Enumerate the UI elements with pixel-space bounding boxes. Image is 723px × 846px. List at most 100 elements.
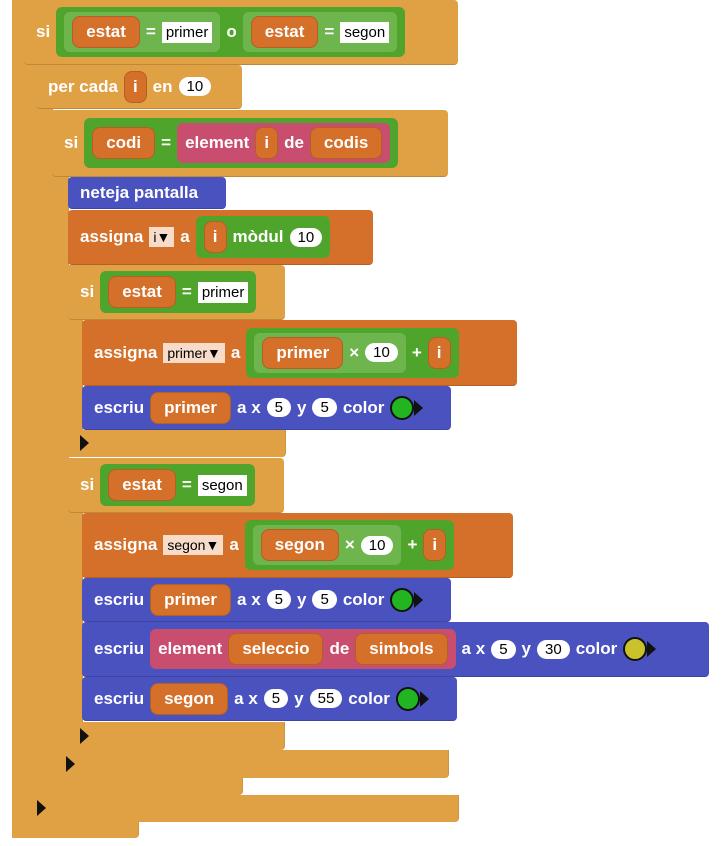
x-field[interactable]: 5 xyxy=(266,590,291,609)
color-swatch[interactable] xyxy=(395,686,420,711)
var-i[interactable]: i xyxy=(427,336,451,369)
multiply-op: × xyxy=(349,342,360,362)
collapse-triangle-icon[interactable] xyxy=(66,756,75,772)
list-element-block[interactable]: element i de codis xyxy=(177,123,391,163)
if4-block[interactable]: si estat = segon xyxy=(68,458,284,513)
var-i[interactable]: i xyxy=(203,221,227,253)
outer-block-bottom[interactable] xyxy=(12,822,139,838)
add-block[interactable]: segon × 10 + i xyxy=(244,520,455,570)
dropdown-value: segon xyxy=(167,537,206,553)
multiply-block[interactable]: primer × 10 xyxy=(254,332,406,373)
y-field[interactable]: 5 xyxy=(312,590,337,609)
print-block[interactable]: escriu primer a x 5 y 5 color xyxy=(82,386,451,430)
count-field[interactable]: 10 xyxy=(178,77,212,96)
print-block[interactable]: escriu segon a x 5 y 55 color xyxy=(82,677,457,721)
add-block[interactable]: primer × 10 + i xyxy=(246,327,459,378)
dropdown-value: i xyxy=(153,229,157,245)
if4-keyword: si xyxy=(80,475,95,494)
text-field[interactable]: segon xyxy=(197,474,247,496)
collapse-triangle-icon[interactable] xyxy=(80,728,89,744)
print-block[interactable]: escriu primer a x 5 y 5 color xyxy=(82,578,451,622)
variable-dropdown[interactable]: i▼ xyxy=(149,227,175,247)
text-field[interactable]: primer xyxy=(197,281,249,303)
dropdown-triangle-icon[interactable] xyxy=(647,641,657,657)
dropdown-value: primer xyxy=(167,344,207,361)
clear-screen-block[interactable]: neteja pantalla xyxy=(68,177,226,209)
if2-keyword: si xyxy=(64,133,79,152)
variable-dropdown[interactable]: segon▼ xyxy=(163,535,224,555)
y-field[interactable]: 55 xyxy=(309,689,343,708)
var-codi[interactable]: codi xyxy=(92,127,156,159)
number-field[interactable]: 10 xyxy=(365,343,398,362)
dropdown-triangle-icon[interactable] xyxy=(414,591,424,608)
list-element-block[interactable]: element seleccio de simbols xyxy=(150,629,456,669)
if4-bottom xyxy=(68,722,285,750)
var-estat[interactable]: estat xyxy=(72,16,140,48)
multiply-block[interactable]: segon × 10 xyxy=(252,525,402,565)
if1-keyword: si xyxy=(36,22,51,41)
var-estat[interactable]: estat xyxy=(250,16,319,48)
print-block[interactable]: escriu element seleccio de simbols a x 5… xyxy=(82,622,709,677)
var-seleccio[interactable]: seleccio xyxy=(228,633,324,665)
number-field[interactable]: 10 xyxy=(360,535,394,555)
if1-block[interactable]: si estat = primer o estat = segon xyxy=(24,0,458,65)
text-field[interactable]: primer xyxy=(161,21,213,43)
if3-keyword: si xyxy=(80,282,95,301)
color-swatch[interactable] xyxy=(623,637,648,661)
var-i[interactable]: i xyxy=(423,529,447,561)
var-primer[interactable]: primer xyxy=(262,336,344,369)
y-keyword: y xyxy=(297,397,307,417)
or-keyword: o xyxy=(226,22,237,41)
if2-bottom xyxy=(52,750,449,778)
dropdown-arrow-icon: ▼ xyxy=(156,229,171,245)
var-primer[interactable]: primer xyxy=(150,583,232,616)
set-segon-block[interactable]: assigna segon▼ a segon × 10 + i xyxy=(82,513,513,578)
var-codis[interactable]: codis xyxy=(309,127,383,159)
modulo-block[interactable]: i mòdul 10 xyxy=(195,216,331,258)
compare-block[interactable]: estat = segon xyxy=(100,464,255,506)
if3-block[interactable]: si estat = primer xyxy=(68,265,285,320)
text-field[interactable]: segon xyxy=(340,21,390,43)
x-keyword: a x xyxy=(237,397,261,417)
x-field[interactable]: 5 xyxy=(263,689,289,708)
equals-op: = xyxy=(145,22,156,41)
set-i-block[interactable]: assigna i▼ a i mòdul 10 xyxy=(68,210,373,265)
if1-bottom xyxy=(24,795,459,822)
x-field[interactable]: 5 xyxy=(491,639,516,659)
for-bottom xyxy=(36,778,243,795)
set-primer-block[interactable]: assigna primer▼ a primer × 10 + i xyxy=(82,320,517,386)
compare-block[interactable]: estat = primer xyxy=(100,271,257,313)
clear-label: neteja pantalla xyxy=(80,182,199,202)
number-field[interactable]: 10 xyxy=(289,227,323,247)
dropdown-triangle-icon[interactable] xyxy=(414,399,424,416)
or-block[interactable]: estat = primer o estat = segon xyxy=(56,7,406,57)
collapse-triangle-icon[interactable] xyxy=(37,800,46,816)
color-swatch[interactable] xyxy=(390,587,415,612)
var-estat[interactable]: estat xyxy=(108,469,176,501)
var-segon[interactable]: segon xyxy=(150,682,229,715)
y-field[interactable]: 30 xyxy=(537,639,570,659)
var-primer[interactable]: primer xyxy=(150,391,232,424)
var-segon[interactable]: segon xyxy=(260,529,339,561)
of-keyword: de xyxy=(329,639,350,658)
assign-keyword: assigna xyxy=(94,535,158,554)
dropdown-triangle-icon[interactable] xyxy=(419,690,429,707)
y-keyword: y xyxy=(294,688,304,708)
assign-keyword: assigna xyxy=(80,227,144,246)
var-i[interactable]: i xyxy=(255,127,279,159)
compare-block[interactable]: estat = segon xyxy=(242,12,398,52)
print-keyword: escriu xyxy=(94,639,145,658)
var-estat[interactable]: estat xyxy=(108,276,176,308)
collapse-triangle-icon[interactable] xyxy=(80,435,89,451)
y-field[interactable]: 5 xyxy=(312,398,337,417)
var-i[interactable]: i xyxy=(123,70,147,103)
var-simbols[interactable]: simbols xyxy=(355,633,448,665)
variable-dropdown[interactable]: primer▼ xyxy=(163,342,225,363)
compare-block[interactable]: estat = primer xyxy=(64,12,221,52)
x-field[interactable]: 5 xyxy=(266,398,291,417)
for-each-block[interactable]: per cada i en 10 xyxy=(36,65,242,109)
element-keyword: element xyxy=(158,639,223,658)
if2-block[interactable]: si codi = element i de codis xyxy=(52,110,448,177)
color-swatch[interactable] xyxy=(390,395,415,420)
compare-block[interactable]: codi = element i de codis xyxy=(84,118,399,168)
